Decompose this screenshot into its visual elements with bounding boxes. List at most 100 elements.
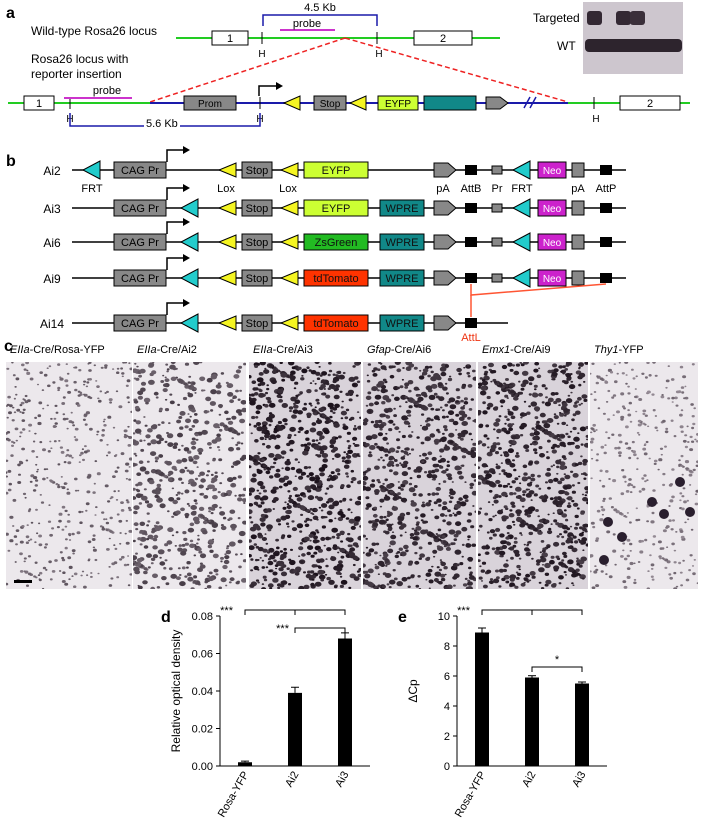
stained-cell bbox=[459, 504, 463, 506]
stained-cell bbox=[593, 430, 596, 433]
stained-cell bbox=[339, 530, 345, 535]
stained-cell bbox=[207, 484, 214, 490]
stained-cell bbox=[7, 438, 10, 441]
stained-cell bbox=[572, 584, 575, 586]
stained-cell bbox=[690, 528, 694, 531]
stained-cell bbox=[180, 492, 184, 495]
stained-cell bbox=[283, 482, 289, 487]
stained-cell bbox=[601, 485, 606, 488]
stained-cell bbox=[681, 495, 685, 498]
stained-cell bbox=[191, 408, 196, 413]
stained-cell bbox=[695, 464, 698, 467]
stained-cell bbox=[514, 454, 520, 458]
stained-cell bbox=[13, 535, 18, 538]
stained-cell bbox=[325, 394, 331, 399]
x-tick-label: Ai2 bbox=[283, 770, 301, 790]
stained-cell bbox=[24, 496, 27, 499]
stained-cell bbox=[433, 578, 439, 582]
stained-cell bbox=[72, 552, 75, 555]
neo-label: Neo bbox=[543, 204, 562, 215]
stained-cell bbox=[184, 575, 188, 578]
stained-cell bbox=[452, 542, 456, 545]
stained-cell bbox=[468, 408, 473, 411]
stained-cell bbox=[374, 465, 380, 470]
stained-cell bbox=[389, 540, 396, 546]
stained-cell bbox=[689, 435, 693, 439]
stained-cell bbox=[558, 412, 562, 414]
stained-cell bbox=[429, 433, 436, 438]
stained-cell bbox=[621, 405, 625, 408]
stained-cell bbox=[541, 384, 546, 388]
stained-cell bbox=[196, 542, 199, 545]
histology-caption: EIIa-Cre/Rosa-YFP bbox=[10, 344, 105, 356]
stained-cell bbox=[181, 543, 186, 547]
stained-cell bbox=[518, 380, 521, 383]
stained-cell bbox=[428, 394, 436, 400]
stained-cell bbox=[433, 501, 438, 505]
stained-cell bbox=[34, 561, 38, 564]
stained-cell bbox=[455, 388, 460, 392]
stained-cell bbox=[563, 509, 567, 512]
labeled-neuron bbox=[599, 555, 609, 565]
stained-cell bbox=[548, 397, 554, 403]
stained-cell bbox=[529, 481, 533, 484]
stained-cell bbox=[186, 502, 190, 506]
stained-cell bbox=[487, 501, 491, 504]
stained-cell bbox=[133, 452, 137, 455]
stained-cell bbox=[6, 416, 9, 419]
x-tick-label: Ai3 bbox=[570, 770, 588, 790]
lox-site-icon bbox=[279, 270, 299, 286]
stained-cell bbox=[146, 553, 152, 558]
arrowhead-icon bbox=[183, 218, 190, 226]
stained-cell bbox=[313, 444, 320, 450]
stained-cell bbox=[600, 505, 604, 509]
stained-cell bbox=[340, 513, 346, 518]
stained-cell bbox=[483, 434, 488, 438]
stained-cell bbox=[63, 461, 67, 464]
stained-cell bbox=[87, 474, 92, 478]
stained-cell bbox=[683, 500, 687, 504]
stained-cell bbox=[575, 410, 581, 415]
stained-cell bbox=[486, 395, 491, 400]
stained-cell bbox=[35, 456, 39, 458]
stained-cell bbox=[50, 417, 53, 420]
stained-cell bbox=[211, 523, 218, 528]
stained-cell bbox=[332, 411, 336, 414]
stained-cell bbox=[346, 484, 351, 488]
stained-cell bbox=[328, 369, 333, 373]
stained-cell bbox=[257, 383, 262, 387]
stained-cell bbox=[297, 410, 303, 415]
stained-cell bbox=[644, 376, 648, 379]
stained-cell bbox=[505, 559, 509, 562]
stained-cell bbox=[404, 382, 410, 387]
stained-cell bbox=[184, 542, 189, 546]
stained-cell bbox=[590, 431, 593, 434]
stained-cell bbox=[406, 417, 409, 420]
stained-cell bbox=[657, 540, 662, 544]
stained-cell bbox=[88, 362, 92, 364]
lox-site-icon bbox=[282, 95, 301, 111]
stained-cell bbox=[125, 384, 129, 387]
stained-cell bbox=[223, 559, 230, 565]
stained-cell bbox=[133, 522, 139, 527]
neo-box bbox=[537, 161, 567, 179]
stained-cell bbox=[577, 481, 581, 485]
stained-cell bbox=[564, 491, 570, 496]
stained-cell bbox=[646, 587, 650, 589]
stained-cell bbox=[277, 369, 281, 372]
stained-cell bbox=[42, 407, 45, 410]
stained-cell bbox=[87, 395, 91, 399]
stained-cell bbox=[393, 407, 396, 410]
stained-cell bbox=[614, 380, 618, 384]
stained-cell bbox=[278, 485, 283, 489]
stained-cell bbox=[67, 556, 72, 560]
stained-cell bbox=[66, 520, 71, 523]
stained-cell bbox=[694, 502, 698, 506]
frt-site-icon bbox=[511, 160, 531, 180]
lox-site-icon bbox=[217, 315, 237, 331]
stained-cell bbox=[119, 542, 122, 545]
stained-cell bbox=[116, 513, 120, 516]
stained-cell bbox=[373, 506, 378, 510]
stained-cell bbox=[118, 405, 123, 409]
stained-cell bbox=[317, 548, 323, 553]
